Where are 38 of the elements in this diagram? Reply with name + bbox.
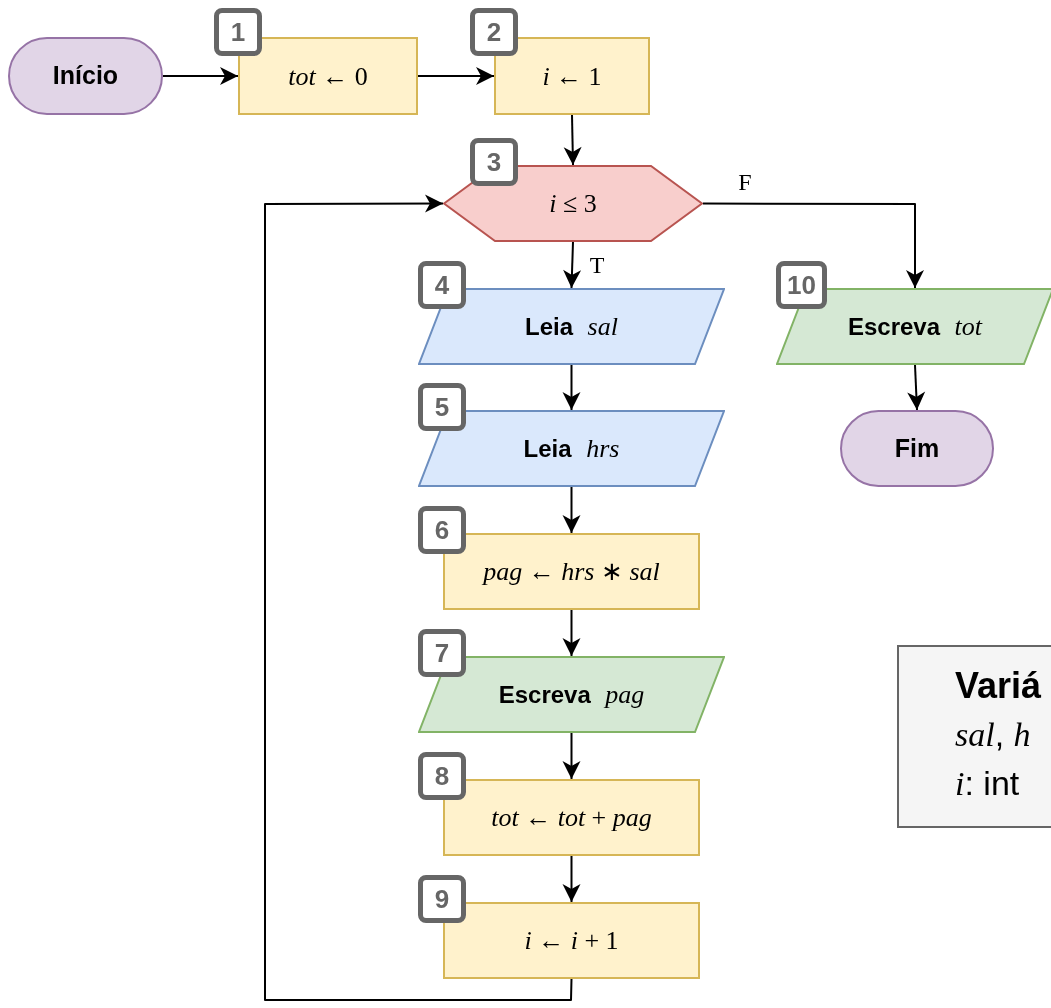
node-text: tot ← tot + pag (491, 802, 652, 834)
step-number-badge: 7 (418, 629, 466, 677)
step-number-badge: 8 (418, 752, 466, 800)
arrow (563, 114, 582, 166)
note-line: i: int (955, 763, 1020, 804)
step-number-badge: 10 (776, 261, 827, 309)
step-number-badge: 5 (418, 383, 466, 431)
note-line: sal, h (955, 714, 1031, 755)
arrow (162, 67, 239, 85)
arrow (562, 732, 581, 780)
arrow (563, 241, 582, 289)
node-text: Escreva tot (847, 311, 982, 343)
step-number-badge: 4 (418, 261, 466, 309)
note-box (897, 645, 1051, 828)
step-number-badge: 9 (418, 875, 466, 923)
node-text: Fim (894, 432, 940, 464)
node-text: tot ← 0 (288, 60, 368, 93)
note-heading: Variá (955, 664, 1042, 708)
arrow (562, 364, 581, 411)
node-text: Leia hrs (523, 433, 620, 465)
step-number-badge: 1 (214, 8, 262, 56)
arrow (907, 364, 926, 411)
arrow (702, 202, 924, 289)
node-text: pag ← hrs ∗ sal (483, 556, 660, 588)
node-text: i ← i + 1 (524, 925, 619, 957)
node-text: i ≤ 3 (549, 188, 597, 220)
arrow (562, 486, 581, 534)
step-number-badge: 6 (418, 506, 466, 554)
node-text: Leia sal (525, 311, 618, 343)
arrow (264, 194, 573, 1001)
arrow (562, 855, 581, 903)
arrow (562, 609, 581, 657)
step-number-badge: 3 (470, 138, 518, 186)
arrow (417, 67, 495, 85)
node-text: i ← 1 (542, 60, 602, 93)
node-text: Início (52, 60, 119, 92)
step-number-badge: 2 (470, 8, 518, 56)
node-text: Escreva pag (498, 679, 645, 711)
